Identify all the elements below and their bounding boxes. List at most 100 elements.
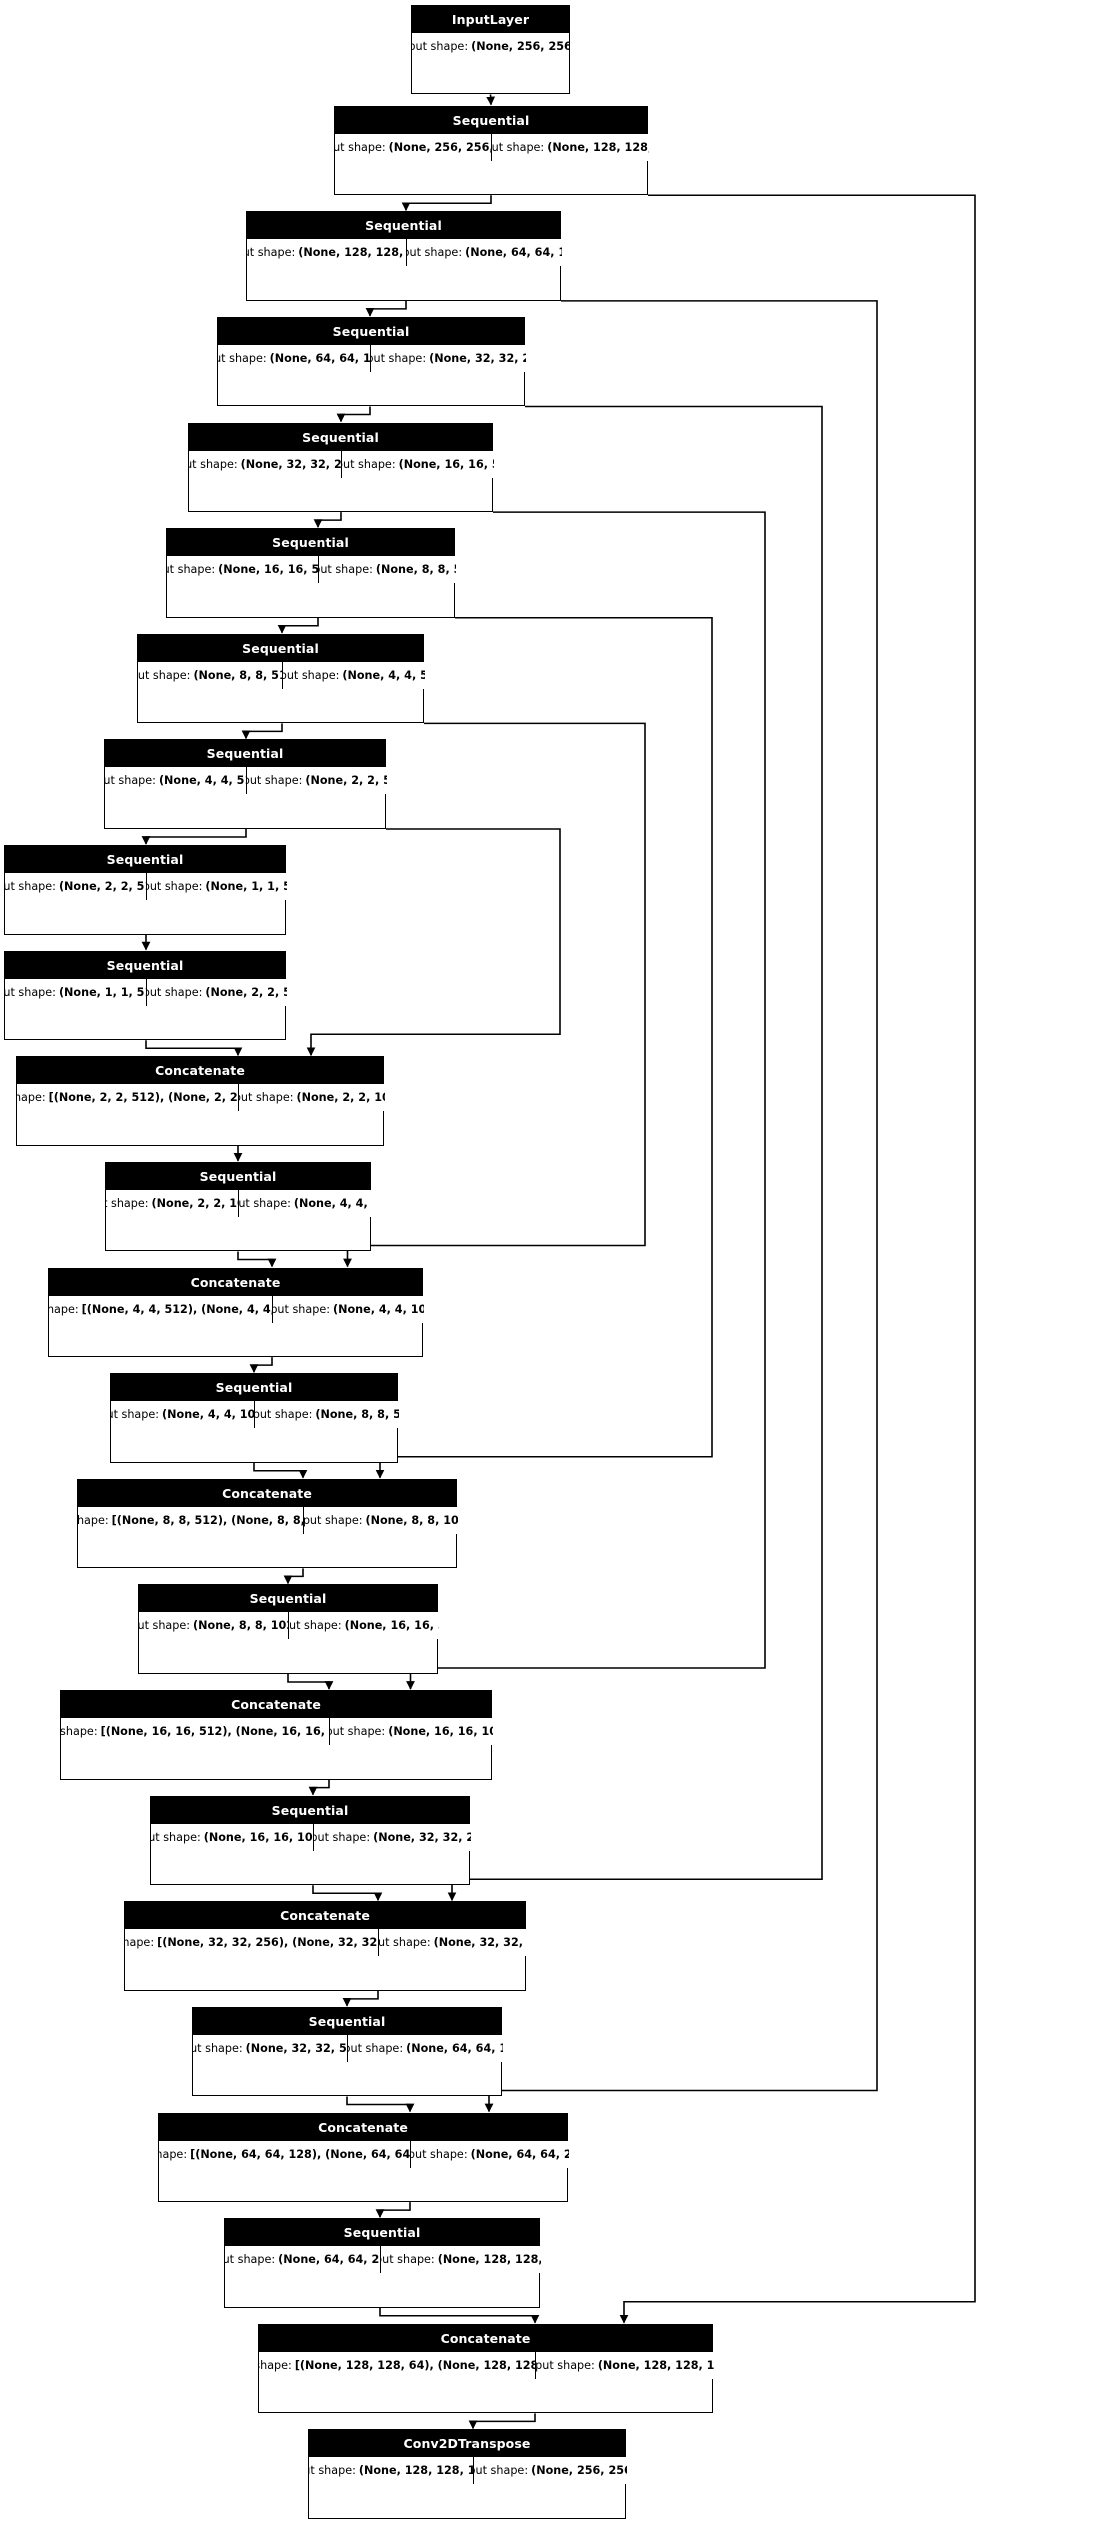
node-shape-row: Output shape:(None, 256, 256, 3) <box>412 32 569 60</box>
node-title: Sequential <box>139 1585 437 1613</box>
node-output-shape: Output shape:(None, 128, 128, 64) <box>492 133 649 161</box>
graph-node-concatenate[interactable]: ConcatenateInput shape:[(None, 64, 64, 1… <box>158 2112 569 2203</box>
node-title: Concatenate <box>159 2113 567 2141</box>
graph-node-concatenate[interactable]: ConcatenateInput shape:[(None, 128, 128,… <box>258 2323 714 2414</box>
node-output-shape: Output shape:(None, 2, 2, 512) <box>247 767 387 795</box>
graph-node-concatenate[interactable]: ConcatenateInput shape:[(None, 32, 32, 2… <box>124 1901 527 1991</box>
graph-node-sequential[interactable]: SequentialInput shape:(None, 8, 8, 512)O… <box>137 633 425 724</box>
node-input-shape: Input shape:(None, 8, 8, 512) <box>138 661 283 689</box>
edge-skip <box>406 511 766 1690</box>
graph-node-sequential[interactable]: SequentialInput shape:(None, 256, 256, 3… <box>334 105 649 196</box>
graph-node-inputlayer[interactable]: InputLayerOutput shape:(None, 256, 256, … <box>411 4 570 95</box>
edge-chain <box>249 1357 273 1374</box>
node-shape-row: Input shape:(None, 32, 32, 256)Output sh… <box>189 450 494 478</box>
edge-chain <box>312 1885 383 1902</box>
node-title: Sequential <box>5 846 285 873</box>
graph-node-sequential[interactable]: SequentialInput shape:(None, 16, 16, 512… <box>166 528 456 618</box>
edge-skip <box>447 405 823 1902</box>
node-shape-row: Input shape:(None, 128, 128, 128)Output … <box>309 2457 627 2485</box>
node-title: Sequential <box>225 2219 539 2247</box>
node-input-shape: Input shape:[(None, 16, 16, 512), (None,… <box>61 1718 330 1745</box>
node-input-shape: Input shape:[(None, 128, 128, 64), (None… <box>259 2351 536 2379</box>
node-shape-row: Input shape:(None, 2, 2, 1024)Output sha… <box>106 1189 372 1217</box>
node-output-shape: Output shape:(None, 2, 2, 1024) <box>239 1084 385 1112</box>
node-input-shape: Input shape:(None, 64, 64, 128) <box>218 344 371 372</box>
edge-chain <box>313 512 342 529</box>
graph-node-sequential[interactable]: SequentialInput shape:(None, 16, 16, 102… <box>150 1795 471 1886</box>
node-output-shape: Output shape:(None, 256, 256, 3) <box>474 2457 627 2485</box>
edge-chain <box>237 1251 277 1268</box>
node-title: Concatenate <box>61 1691 491 1718</box>
edge-skip <box>343 722 646 1268</box>
node-title: Sequential <box>106 1162 370 1190</box>
node-input-shape: Input shape:(None, 1, 1, 512) <box>5 978 147 1006</box>
node-title: Sequential <box>167 529 454 557</box>
node-input-shape: Input shape:(None, 16, 16, 1024) <box>151 1823 314 1851</box>
node-title: Sequential <box>138 634 423 662</box>
edge-skip <box>306 828 561 1057</box>
node-shape-row: Input shape:(None, 8, 8, 512)Output shap… <box>138 661 425 689</box>
edge-chain <box>308 1779 330 1796</box>
edge-skip <box>619 194 976 2324</box>
node-input-shape: Input shape:[(None, 2, 2, 512), (None, 2… <box>17 1084 239 1112</box>
node-output-shape: Output shape:(None, 2, 2, 512) <box>147 978 287 1006</box>
node-input-shape: Input shape:(None, 256, 256, 3) <box>335 133 492 161</box>
node-shape-row: Input shape:(None, 128, 128, 64)Output s… <box>247 239 562 267</box>
edge-skip <box>484 300 878 2113</box>
graph-node-sequential[interactable]: SequentialInput shape:(None, 1, 1, 512)O… <box>4 950 287 1041</box>
node-title: Sequential <box>189 423 492 451</box>
node-shape-row: Input shape:(None, 4, 4, 512)Output shap… <box>105 767 387 795</box>
graph-node-concatenate[interactable]: ConcatenateInput shape:[(None, 16, 16, 5… <box>60 1690 493 1780</box>
node-output-shape: Output shape:(None, 4, 4, 512) <box>239 1189 372 1217</box>
node-output-shape: Output shape:(None, 256, 256, 3) <box>412 32 569 60</box>
node-shape-row: Input shape:[(None, 64, 64, 128), (None,… <box>159 2140 569 2168</box>
node-shape-row: Input shape:[(None, 32, 32, 256), (None,… <box>125 1929 527 1957</box>
node-output-shape: Output shape:(None, 8, 8, 512) <box>255 1401 399 1429</box>
graph-node-concatenate[interactable]: ConcatenateInput shape:[(None, 4, 4, 512… <box>48 1267 424 1358</box>
graph-node-sequential[interactable]: SequentialInput shape:(None, 32, 32, 512… <box>192 2006 503 2097</box>
node-input-shape: Input shape:(None, 16, 16, 512) <box>167 556 319 584</box>
graph-node-sequential[interactable]: SequentialInput shape:(None, 64, 64, 128… <box>217 316 526 407</box>
node-shape-row: Input shape:(None, 16, 16, 512)Output sh… <box>167 556 456 584</box>
node-title: Concatenate <box>259 2324 712 2352</box>
graph-node-sequential[interactable]: SequentialInput shape:(None, 32, 32, 256… <box>188 422 494 513</box>
graph-node-sequential[interactable]: SequentialInput shape:(None, 4, 4, 512)O… <box>104 739 387 829</box>
edge-chain <box>287 1674 334 1690</box>
graph-node-sequential[interactable]: SequentialInput shape:(None, 4, 4, 1024)… <box>110 1373 399 1463</box>
graph-node-sequential[interactable]: SequentialInput shape:(None, 128, 128, 6… <box>246 211 562 301</box>
graph-node-sequential[interactable]: SequentialInput shape:(None, 8, 8, 1024)… <box>138 1584 439 1674</box>
edge-chain <box>141 828 247 845</box>
edge-chain <box>277 617 319 634</box>
node-title: Sequential <box>193 2007 501 2035</box>
graph-node-sequential[interactable]: SequentialInput shape:(None, 64, 64, 256… <box>224 2218 541 2308</box>
node-input-shape: Input shape:[(None, 64, 64, 128), (None,… <box>159 2140 411 2168</box>
graph-node-sequential[interactable]: SequentialInput shape:(None, 2, 2, 512)O… <box>4 845 287 935</box>
node-output-shape: Output shape:(None, 4, 4, 512) <box>283 661 425 689</box>
node-shape-row: Input shape:(None, 1, 1, 512)Output shap… <box>5 978 287 1006</box>
edge-chain <box>283 1568 304 1585</box>
node-input-shape: Input shape:(None, 4, 4, 1024) <box>111 1401 255 1429</box>
node-output-shape: Output shape:(None, 8, 8, 512) <box>319 556 456 584</box>
node-shape-row: Input shape:(None, 256, 256, 3)Output sh… <box>335 133 649 161</box>
graph-node-concatenate[interactable]: ConcatenateInput shape:[(None, 8, 8, 512… <box>77 1478 458 1569</box>
node-title: InputLayer <box>412 5 569 33</box>
node-input-shape: Input shape:(None, 32, 32, 512) <box>193 2034 348 2062</box>
node-input-shape: Input shape:(None, 2, 2, 1024) <box>106 1189 239 1217</box>
node-title: Concatenate <box>78 1479 456 1507</box>
node-title: Sequential <box>335 106 647 134</box>
node-output-shape: Output shape:(None, 128, 128, 128) <box>536 2351 714 2379</box>
graph-node-conv2dtranspose[interactable]: Conv2DTransposeInput shape:(None, 128, 1… <box>308 2429 627 2519</box>
node-output-shape: Output shape:(None, 32, 32, 256) <box>314 1823 471 1851</box>
node-input-shape: Input shape:[(None, 4, 4, 512), (None, 4… <box>49 1295 273 1323</box>
graph-node-sequential[interactable]: SequentialInput shape:(None, 2, 2, 1024)… <box>105 1161 372 1252</box>
node-shape-row: Input shape:[(None, 16, 16, 512), (None,… <box>61 1718 493 1745</box>
node-shape-row: Input shape:(None, 2, 2, 512)Output shap… <box>5 873 287 900</box>
node-input-shape: Input shape:(None, 64, 64, 256) <box>225 2246 381 2274</box>
node-title: Sequential <box>151 1796 469 1824</box>
node-title: Sequential <box>5 951 285 979</box>
graph-node-concatenate[interactable]: ConcatenateInput shape:[(None, 2, 2, 512… <box>16 1056 385 1146</box>
node-output-shape: Output shape:(None, 16, 16, 512) <box>342 450 494 478</box>
node-output-shape: Output shape:(None, 1, 1, 512) <box>147 873 287 900</box>
edge-chain <box>401 195 492 212</box>
